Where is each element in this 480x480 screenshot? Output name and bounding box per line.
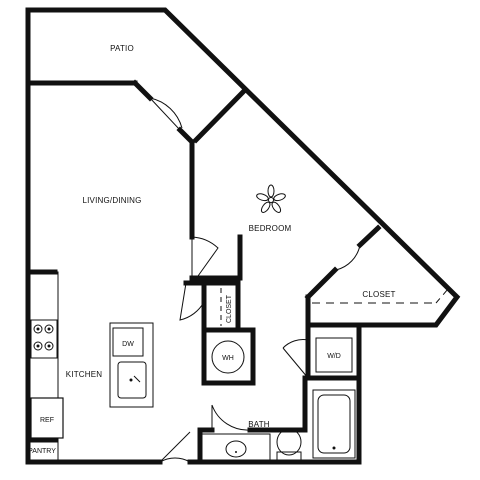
- patio-window: [40, 80, 135, 86]
- room-label-small-closet: CLOSET: [226, 294, 233, 323]
- walls: [25, 7, 461, 465]
- bathtub-icon: [312, 389, 356, 459]
- sink-icon: [117, 361, 147, 399]
- washer-dryer-label: W/D: [327, 353, 341, 360]
- door-swings: [149, 97, 361, 463]
- room-label-patio: PATIO: [110, 44, 134, 53]
- cooktop-icon: [30, 319, 58, 359]
- refrigerator-label: REF: [40, 417, 54, 424]
- ceiling-fan-icon: [256, 184, 286, 213]
- pantry: [29, 439, 59, 461]
- toilet-icon: [276, 428, 302, 461]
- dishwasher: [112, 327, 144, 357]
- vanity-sink-icon: [201, 433, 271, 461]
- water-heater: WH: [211, 340, 245, 374]
- room-label-living-dining: LIVING/DINING: [82, 196, 141, 205]
- water-heater-label: WH: [222, 355, 234, 362]
- pantry-label: PANTRY: [28, 448, 56, 455]
- refrigerator: [30, 397, 64, 439]
- bedroom-sliding-door: [198, 96, 240, 138]
- kitchen-counter: REF PANTRY: [28, 271, 64, 461]
- room-label-bedroom: BEDROOM: [249, 224, 292, 233]
- room-label-bath: BATH: [248, 420, 270, 429]
- closet-shelf-diag: [435, 288, 449, 304]
- kitchen-island: DW: [109, 322, 154, 408]
- room-label-kitchen: KITCHEN: [66, 370, 103, 379]
- dishwasher-label: DW: [122, 341, 134, 348]
- room-label-closet: CLOSET: [362, 290, 395, 299]
- washer-dryer: W/D: [315, 337, 353, 373]
